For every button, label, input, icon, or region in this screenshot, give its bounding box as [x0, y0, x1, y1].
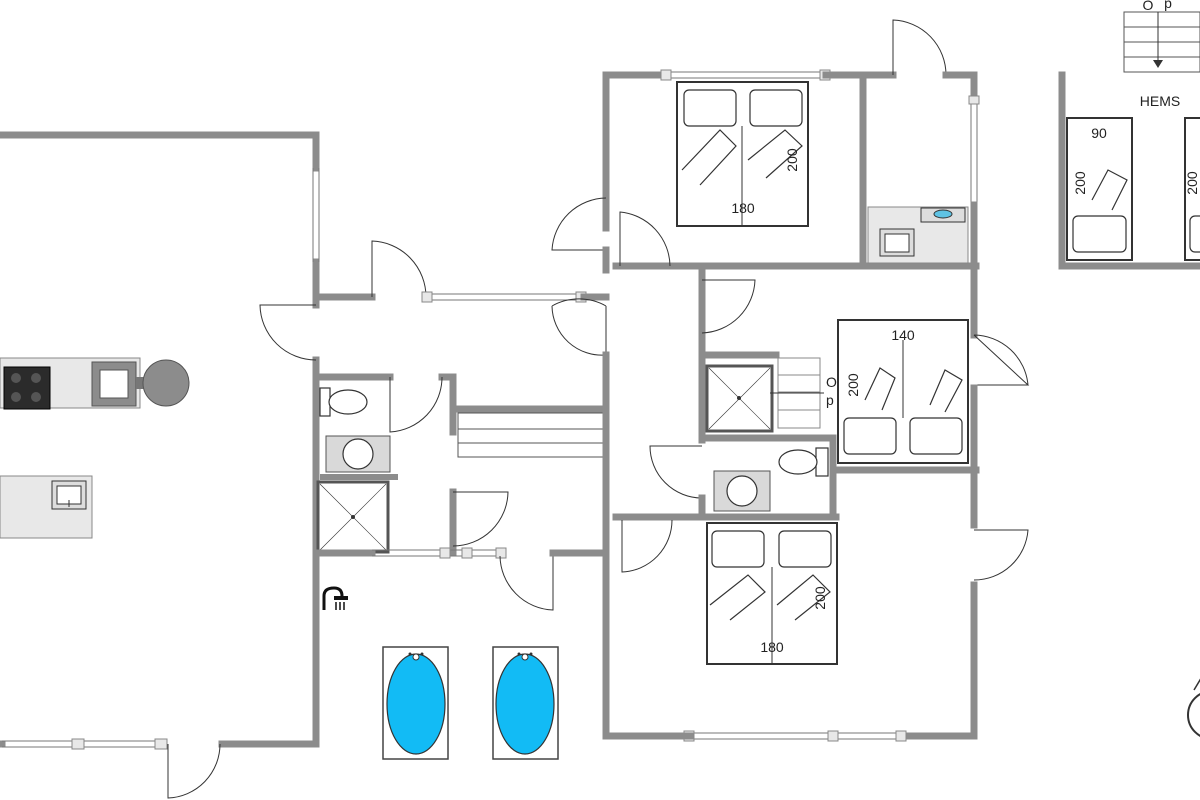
fridge-door: [99, 369, 129, 399]
burner: [31, 373, 41, 383]
door: [892, 19, 947, 76]
wall: [703, 434, 837, 519]
door: [551, 298, 607, 356]
duvet-fold: [776, 574, 831, 621]
door: [259, 304, 317, 361]
bed-length-label: 200: [1184, 171, 1200, 195]
door: [621, 519, 673, 573]
stair-label-p: p: [826, 392, 834, 408]
wall: [896, 581, 978, 740]
burner: [31, 392, 41, 402]
wall: [942, 71, 978, 104]
duvet-fold: [1091, 169, 1128, 211]
window-frame: [154, 738, 168, 750]
bed-length-label: 200: [784, 148, 800, 172]
burner: [11, 373, 21, 383]
door: [649, 445, 703, 499]
duvet-fold: [681, 129, 737, 186]
duvet-fold: [747, 129, 803, 179]
door: [371, 240, 427, 298]
bed-length-label: 200: [1072, 171, 1088, 195]
stair-step: [457, 428, 607, 444]
door: [619, 211, 671, 267]
shower-icon: [322, 586, 348, 610]
stove-icon: [3, 366, 51, 410]
double-bed: 180 200: [676, 81, 809, 227]
stair-label-o: O: [826, 374, 837, 390]
loft-stair-label-o: O: [1143, 0, 1154, 13]
loft-stair-label-p: p: [1164, 0, 1172, 11]
door: [551, 197, 607, 251]
wall: [438, 373, 457, 436]
burner: [11, 392, 21, 402]
bed-length-label: 200: [812, 586, 828, 610]
duvet-fold: [929, 369, 963, 413]
wall: [602, 516, 694, 740]
wall: [320, 474, 398, 480]
duvet-fold: [709, 574, 766, 621]
wall: [1058, 71, 1200, 270]
stair-step: [457, 442, 607, 458]
living-area: [0, 131, 320, 799]
wall: [0, 131, 320, 172]
entry-hall: [312, 240, 610, 760]
single-bed: 200: [1184, 117, 1200, 261]
door: [973, 334, 1030, 386]
bed-width-label: 180: [760, 639, 784, 655]
bedroom-wing: 180 200 O p: [551, 19, 1030, 742]
compass-icon: [1187, 678, 1200, 737]
wall: [602, 71, 670, 232]
single-bed: 90 200: [1066, 117, 1133, 261]
spa-tub: [382, 646, 449, 760]
door: [701, 279, 756, 334]
toilet-icon: [815, 447, 829, 477]
hems-loft: HEMS O p 90 200 200: [1058, 0, 1200, 270]
door: [452, 491, 509, 547]
door: [973, 529, 1029, 581]
spa-tub: [492, 646, 559, 760]
wall: [218, 356, 320, 748]
duvet-fold: [864, 367, 896, 411]
sink-basin: [342, 438, 374, 470]
toilet-bowl: [328, 389, 368, 415]
hems-label: HEMS: [1140, 93, 1180, 109]
bed-width-label: 180: [731, 200, 755, 216]
toilet-bowl: [778, 449, 818, 475]
door: [499, 555, 554, 611]
stair-step: [457, 412, 607, 430]
window-frame: [71, 738, 85, 750]
bed-width-label: 140: [891, 327, 915, 343]
double-bed: 180 200: [706, 522, 838, 665]
bed-width-label: 90: [1091, 125, 1107, 141]
door: [389, 376, 443, 433]
double-bed: 140 200: [837, 319, 969, 464]
door: [167, 743, 221, 799]
bed-length-label: 200: [845, 373, 861, 397]
fireplace: [142, 359, 190, 407]
